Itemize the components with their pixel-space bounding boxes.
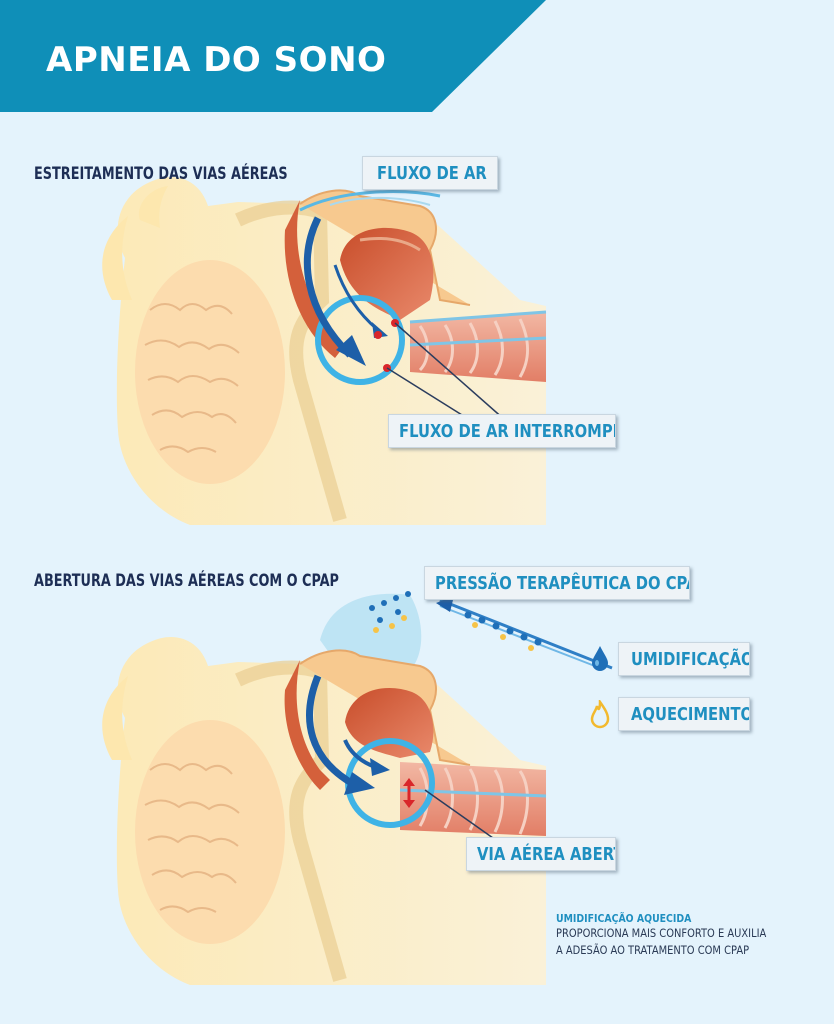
label-interrupted-airflow: FLUXO DE AR INTERROMPIDO (388, 414, 616, 448)
heated-humidification-note: UMIDIFICAÇÃO AQUECIDA PROPORCIONA MAIS C… (556, 912, 826, 959)
obstruction-highlight-circle (315, 295, 405, 385)
note-title: UMIDIFICAÇÃO AQUECIDA (556, 912, 692, 925)
label-cpap-pressure: PRESSÃO TERAPÊUTICA DO CPAP (424, 566, 690, 600)
brain-top (135, 260, 285, 484)
label-heating: AQUECIMENTO (618, 697, 750, 731)
brain-bottom (135, 720, 285, 944)
note-line-1: PROPORCIONA MAIS CONFORTO E AUXILIA (556, 926, 767, 940)
flame-icon (590, 700, 610, 729)
water-drop-icon (592, 646, 608, 671)
label-open-airway-text: VIA AÉREA ABERTA (477, 843, 615, 865)
cpap-hose (439, 598, 613, 670)
label-airflow: FLUXO DE AR (362, 156, 498, 190)
note-line-2: A ADESÃO AO TRATAMENTO COM CPAP (556, 943, 750, 957)
label-humidification: UMIDIFICAÇÃO (618, 642, 750, 676)
label-heating-text: AQUECIMENTO (631, 703, 750, 725)
page-title: APNEIA DO SONO (46, 40, 387, 80)
label-interrupted-airflow-text: FLUXO DE AR INTERROMPIDO (399, 420, 615, 442)
section-heading-narrowing: ESTREITAMENTO DAS VIAS AÉREAS (34, 164, 288, 184)
label-humidification-text: UMIDIFICAÇÃO (631, 648, 750, 670)
label-open-airway: VIA AÉREA ABERTA (466, 837, 616, 871)
section-heading-cpap: ABERTURA DAS VIAS AÉREAS COM O CPAP (34, 571, 339, 591)
label-cpap-pressure-text: PRESSÃO TERAPÊUTICA DO CPAP (435, 572, 690, 594)
label-airflow-text: FLUXO DE AR (377, 162, 487, 184)
airway-open-arrow (403, 778, 415, 808)
header-banner (0, 0, 546, 112)
